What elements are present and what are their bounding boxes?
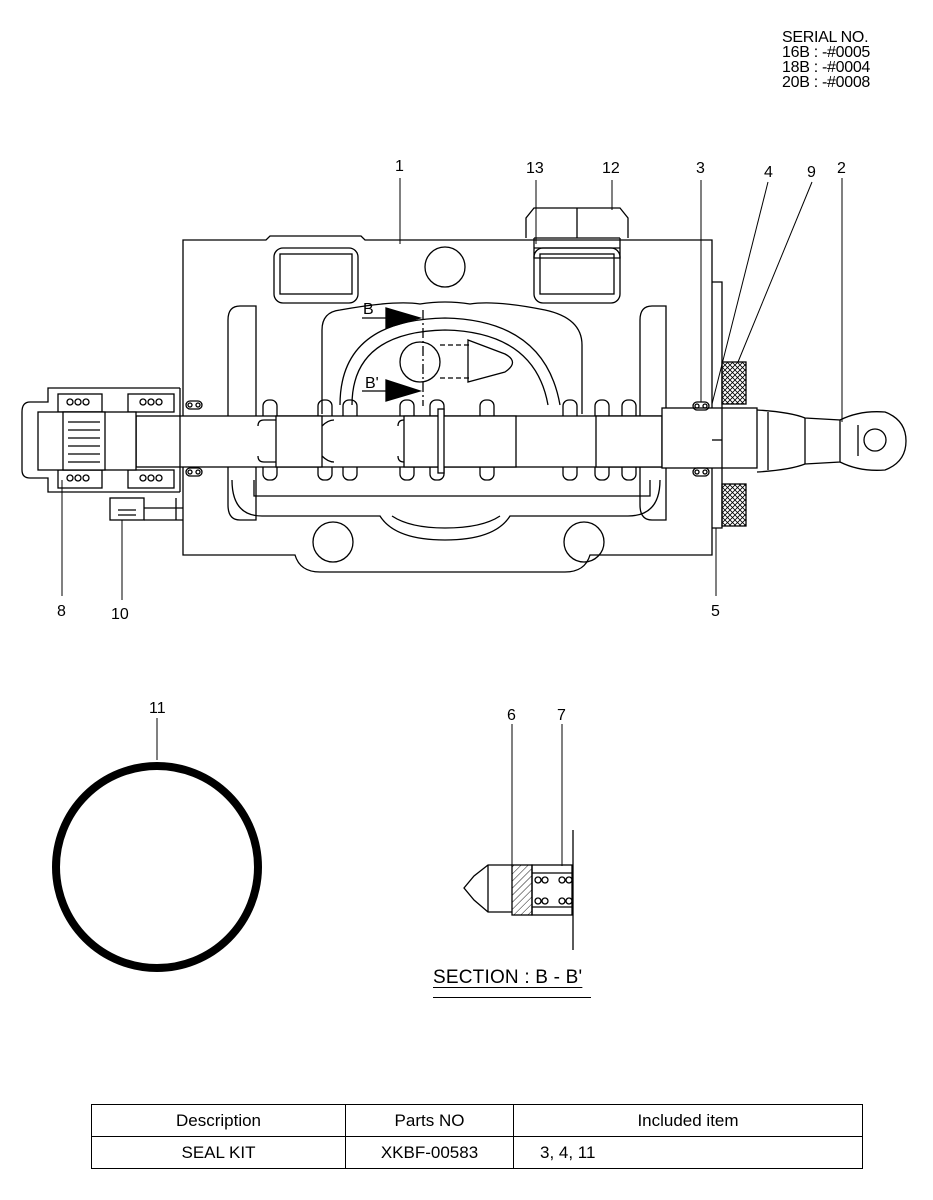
callout-13: 13 xyxy=(526,160,544,177)
callout-9: 9 xyxy=(807,164,816,181)
o-ring-11 xyxy=(52,762,262,972)
table-row: SEAL KIT XKBF-00583 3, 4, 11 xyxy=(91,1136,863,1169)
table-header-row: Description Parts NO Included item xyxy=(91,1104,863,1137)
valve-body xyxy=(182,235,713,573)
section-mark-b-prime: B' xyxy=(365,375,379,392)
callout-6: 6 xyxy=(507,707,516,724)
mounting-bolt xyxy=(109,497,183,521)
section-title: SECTION : B - B' xyxy=(433,967,593,998)
serial-number-block: SERIAL NO. 16B : -#0005 18B : -#0004 20B… xyxy=(782,29,871,91)
cell-description: SEAL KIT xyxy=(91,1136,346,1169)
spool xyxy=(135,407,907,474)
serial-line-16b: 16B : -#0005 xyxy=(782,44,871,61)
callout-5: 5 xyxy=(711,603,720,620)
section-markers: B B' xyxy=(362,301,424,406)
callout-11: 11 xyxy=(149,700,166,717)
header-parts-no: Parts NO xyxy=(345,1104,514,1137)
callout-3: 3 xyxy=(696,160,705,177)
serial-title: SERIAL NO. xyxy=(782,29,869,46)
serial-line-20b: 20B : -#0008 xyxy=(782,74,871,91)
valve-exploded-drawing: B B' xyxy=(21,158,907,972)
serial-line-18b: 18B : -#0004 xyxy=(782,59,871,76)
callout-4: 4 xyxy=(764,164,773,181)
section-detail xyxy=(463,830,574,950)
end-cap xyxy=(21,387,181,493)
callout-8: 8 xyxy=(57,603,66,620)
callout-7: 7 xyxy=(557,707,566,724)
callout-10: 10 xyxy=(111,606,129,623)
callout-12: 12 xyxy=(602,160,620,177)
callout-1: 1 xyxy=(395,158,404,175)
cell-included: 3, 4, 11 xyxy=(513,1136,863,1169)
wiper-and-plate xyxy=(712,281,747,529)
callout-numbers: 1 13 12 3 4 9 2 8 10 5 11 6 7 xyxy=(57,158,846,724)
parts-table: Description Parts NO Included item SEAL … xyxy=(91,1104,863,1169)
leader-lines xyxy=(61,178,843,866)
header-description: Description xyxy=(91,1104,346,1137)
cell-parts-no: XKBF-00583 xyxy=(345,1136,514,1169)
plug-nut xyxy=(525,207,629,259)
header-included-item: Included item xyxy=(513,1104,863,1137)
callout-2: 2 xyxy=(837,160,846,177)
section-mark-b: B xyxy=(363,301,374,318)
